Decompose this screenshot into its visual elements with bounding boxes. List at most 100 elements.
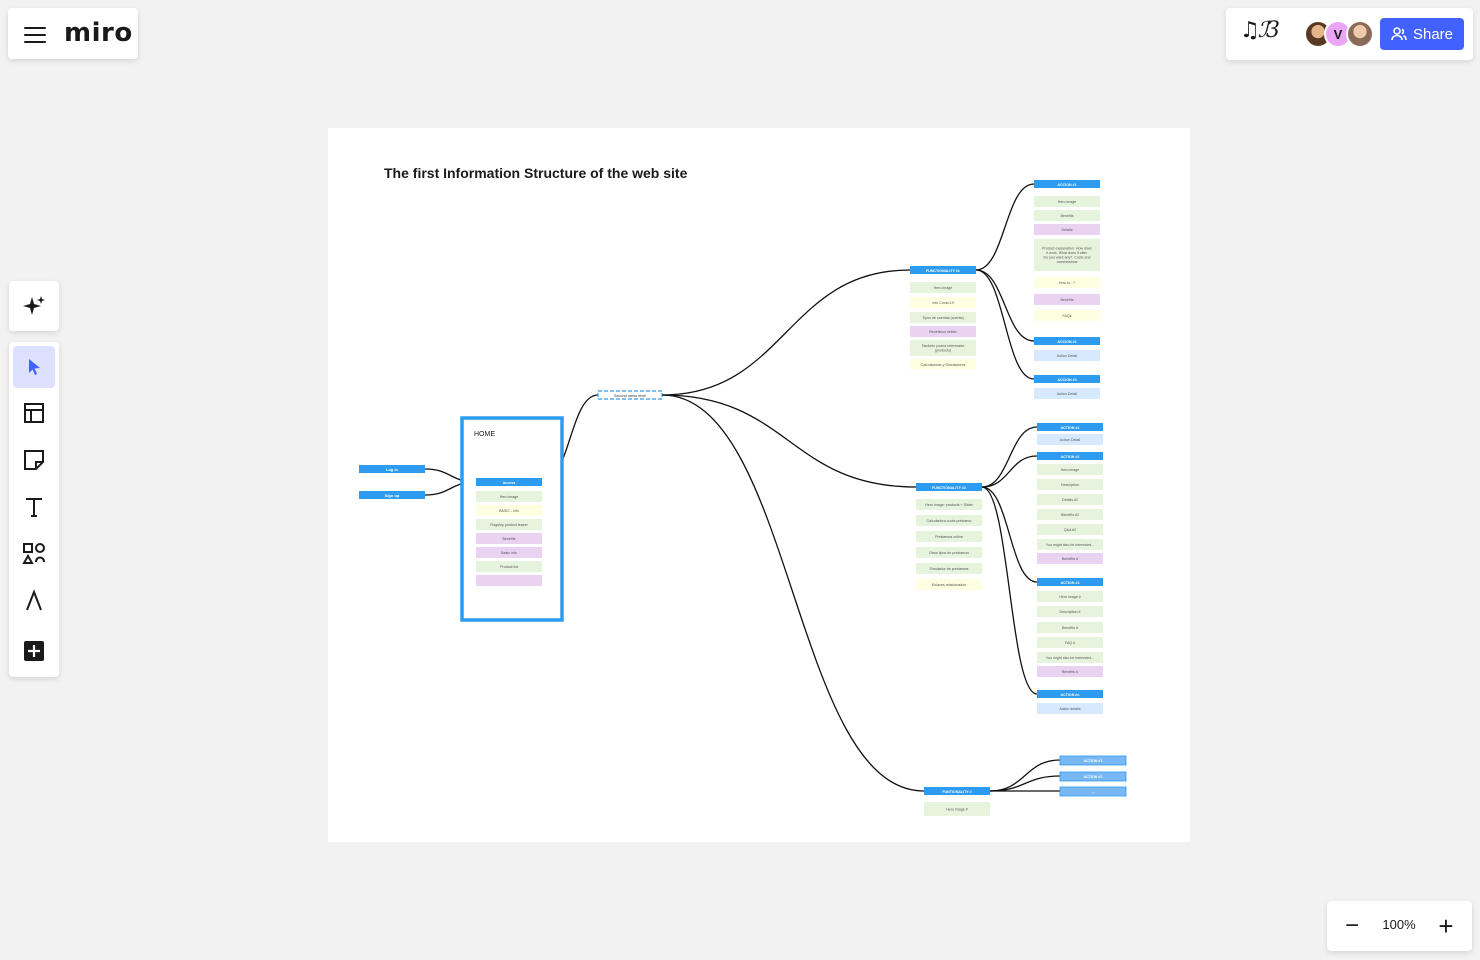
functionality-1-action-0-item-1[interactable] [1034,210,1100,221]
zoom-out-button[interactable]: − [1344,912,1359,939]
functionality-2-action-2-item-5[interactable] [1037,666,1103,677]
zoom-level-display[interactable]: 100% [1382,917,1416,932]
functionality-2-action-1-item-4[interactable] [1037,524,1103,535]
functionality-2-action-1-header[interactable] [1037,452,1103,460]
board-frame[interactable]: The first Information Structure of the w… [328,128,1190,842]
functionality-3-action-0[interactable] [1059,755,1127,766]
zoom-in-button[interactable]: + [1438,910,1454,941]
functionality-1-action-0-item-2[interactable] [1034,224,1100,235]
home-item-3[interactable] [476,533,542,544]
sticky-note-icon[interactable] [13,439,55,481]
connector-line[interactable] [981,486,1038,583]
home-item-6[interactable] [476,575,542,586]
connector-line[interactable] [975,183,1035,271]
functionality-3-header[interactable] [924,787,990,795]
functionality-1-action-0-item-5[interactable] [1034,294,1100,305]
functionality-1-item-1[interactable] [910,297,976,308]
functionality-2-action-1-item-6[interactable] [1037,553,1103,564]
functionality-2-header[interactable] [916,483,982,491]
functionality-2-action-2-item-4[interactable] [1037,652,1103,663]
functionality-1-item-3-label: Beneficios debito [929,330,956,334]
functionality-1-action-2-header[interactable] [1034,375,1100,383]
collaborator-avatar-3[interactable] [1346,20,1374,48]
functionality-2-action-3-header[interactable] [1037,690,1103,698]
miro-logo[interactable]: miro [64,18,133,48]
functionality-2-item-1[interactable] [916,515,982,526]
functionality-2-action-1-item-2[interactable] [1037,494,1103,505]
connector-line[interactable] [975,269,1035,380]
functionality-1-action-0-item-2-label: Details [1062,228,1073,232]
functionality-2-item-2[interactable] [916,531,982,542]
connector-line[interactable] [989,775,1061,792]
add-more-apps-icon[interactable] [13,630,55,672]
home-item-4[interactable] [476,547,542,558]
login-button-1[interactable] [359,491,425,499]
connector-line[interactable] [989,759,1061,792]
functionality-2-action-2-header[interactable] [1037,578,1103,586]
home-access-header[interactable] [476,478,542,486]
hamburger-menu-icon[interactable] [24,24,46,43]
functionality-2-action-2-item-0[interactable] [1037,591,1103,602]
functionality-2-action-2-item-1[interactable] [1037,606,1103,617]
connector-line[interactable] [661,394,917,488]
functionality-3-item-0[interactable] [924,802,990,816]
functionality-2-action-1-item-0[interactable] [1037,464,1103,475]
home-item-5[interactable] [476,561,542,572]
functionality-2-item-4[interactable] [916,563,982,574]
functionality-2-item-3[interactable] [916,547,982,558]
functionality-2-action-0-header[interactable] [1037,423,1103,431]
functionality-1-item-4[interactable] [910,340,976,356]
home-item-0[interactable] [476,491,542,502]
collaborator-avatar-2[interactable]: V [1324,20,1352,48]
home-item-1[interactable] [476,505,542,516]
functionality-1-action-0-item-3[interactable] [1034,239,1100,271]
functionality-2-item-1-label: Calculadora cuota préstamo [927,519,972,523]
functionality-1-action-2-item-0[interactable] [1034,388,1100,399]
functionality-1-action-0-item-0[interactable] [1034,196,1100,207]
board-reactions-glyph[interactable]: ♫ℐ3 [1240,18,1280,43]
functionality-1-action-0-header[interactable] [1034,180,1100,188]
pen-icon[interactable] [13,580,55,622]
functionality-1-action-1-item-0[interactable] [1034,350,1100,361]
functionality-1-item-2[interactable] [910,312,976,323]
functionality-1-header[interactable] [910,266,976,274]
connector-line[interactable] [981,486,1038,695]
functionality-2-action-2-item-3[interactable] [1037,637,1103,648]
functionality-2-action-1-item-5[interactable] [1037,539,1103,550]
text-tool-icon[interactable] [13,486,55,528]
connector-line[interactable] [661,394,925,792]
functionality-2-item-5[interactable] [916,579,982,590]
functionality-2-action-0-header-label: ACTION #1 [1061,426,1080,430]
templates-icon[interactable] [13,392,55,434]
home-item-2[interactable] [476,519,542,530]
connector-line[interactable] [661,269,911,396]
functionality-1-action-1-header[interactable] [1034,337,1100,345]
connector-line[interactable] [975,269,1035,342]
functionality-1-item-5[interactable] [910,359,976,370]
functionality-2-action-1-item-3[interactable] [1037,509,1103,520]
home-title: HOME [474,431,495,438]
functionality-1-action-0-item-6-label: FAQs [1063,314,1072,318]
functionality-1-item-3[interactable] [910,326,976,337]
second-menu-level[interactable] [597,390,663,400]
functionality-2-item-0[interactable] [916,499,982,510]
functionality-2-action-1-item-1[interactable] [1037,479,1103,490]
functionality-2-action-3-item-0[interactable] [1037,703,1103,714]
functionality-2-action-1-item-6-label: Benefits # [1062,557,1078,561]
functionality-2-action-1-item-2-label: Details #2 [1062,498,1078,502]
magic-sparkle-icon[interactable] [13,285,55,327]
connector-line[interactable] [981,426,1038,488]
functionality-1-item-0[interactable] [910,282,976,293]
functionality-3-action-1[interactable] [1059,771,1127,782]
functionality-2-action-2-item-2[interactable] [1037,622,1103,633]
connector-line[interactable] [981,455,1038,488]
functionality-2-action-0-item-0[interactable] [1037,434,1103,445]
functionality-1-action-0-item-4[interactable] [1034,277,1100,288]
shapes-icon[interactable] [13,533,55,575]
login-button-0[interactable] [359,465,425,473]
functionality-1-action-0-item-6[interactable] [1034,310,1100,321]
functionality-3-action-2[interactable] [1059,786,1127,797]
share-button[interactable]: Share [1380,18,1464,50]
select-cursor-icon[interactable] [13,346,55,388]
